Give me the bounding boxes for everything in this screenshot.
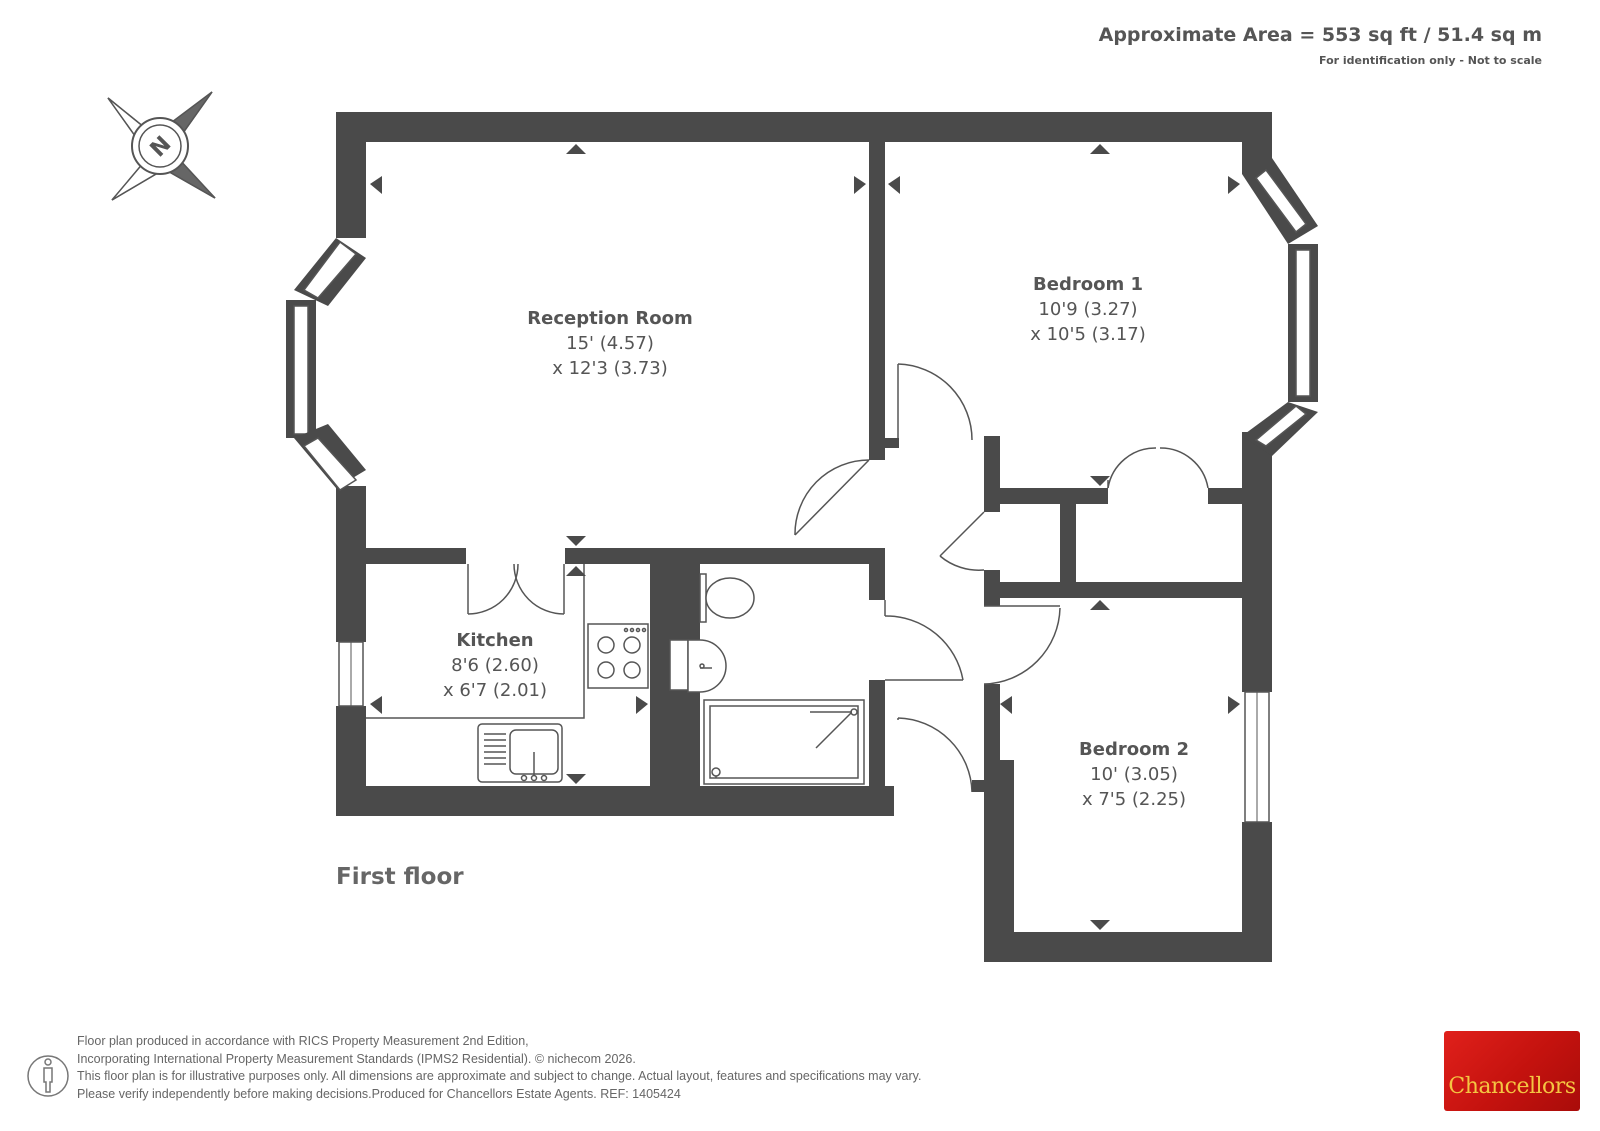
reception-room-label: Reception Room 15' (4.57) x 12'3 (3.73) — [510, 306, 710, 381]
toilet-icon — [699, 573, 755, 623]
disclaimer: Floor plan produced in accordance with R… — [77, 1033, 921, 1103]
floor-label: First floor — [336, 864, 464, 890]
room-dim: x 12'3 (3.73) — [552, 358, 668, 379]
approximate-area: Approximate Area = 553 sq ft / 51.4 sq m — [1098, 24, 1542, 46]
room-dim: x 6'7 (2.01) — [442, 680, 548, 701]
chancellors-logo[interactable]: Chancellors — [1444, 1031, 1580, 1111]
disclaimer-line: Incorporating International Property Mea… — [77, 1051, 636, 1066]
kitchen-label: Kitchen 8'6 (2.60) x 6'7 (2.01) — [420, 628, 570, 703]
disclaimer-line: This floor plan is for illustrative purp… — [77, 1069, 922, 1083]
room-name: Bedroom 1 — [1033, 274, 1143, 295]
bath-icon — [703, 699, 865, 785]
walls — [336, 112, 1272, 962]
reception-bay-window — [286, 238, 366, 491]
room-dim: x 10'5 (3.17) — [1030, 324, 1146, 345]
doors — [467, 363, 1209, 793]
room-name: Reception Room — [527, 308, 693, 329]
bedroom1-label: Bedroom 1 10'9 (3.27) x 10'5 (3.17) — [1000, 272, 1176, 347]
room-name: Bedroom 2 — [1079, 739, 1189, 760]
person-scale-icon — [27, 1055, 69, 1097]
room-dim: x 7'5 (2.25) — [1081, 789, 1187, 810]
dimension-arrows — [370, 144, 1240, 930]
bedroom2-label: Bedroom 2 10' (3.05) x 7'5 (2.25) — [1054, 737, 1214, 812]
disclaimer-line: Please verify independently before makin… — [77, 1086, 681, 1101]
scale-note: For identification only - Not to scale — [1319, 54, 1542, 67]
bedroom1-bay-window — [1242, 158, 1318, 456]
room-dim: 15' (4.57) — [566, 333, 654, 354]
kitchen-counter — [366, 564, 585, 719]
hob-icon — [587, 623, 649, 689]
room-dim: 10'9 (3.27) — [1038, 299, 1138, 320]
kitchen-sink-icon — [477, 723, 563, 783]
room-dim: 8'6 (2.60) — [451, 655, 539, 676]
disclaimer-line: Floor plan produced in accordance with R… — [77, 1034, 529, 1048]
room-dim: 10' (3.05) — [1090, 764, 1178, 785]
north-compass-icon: N — [107, 91, 216, 201]
room-name: Kitchen — [456, 630, 534, 651]
brand-name: Chancellors — [1448, 1074, 1576, 1099]
basin-icon — [669, 639, 727, 693]
